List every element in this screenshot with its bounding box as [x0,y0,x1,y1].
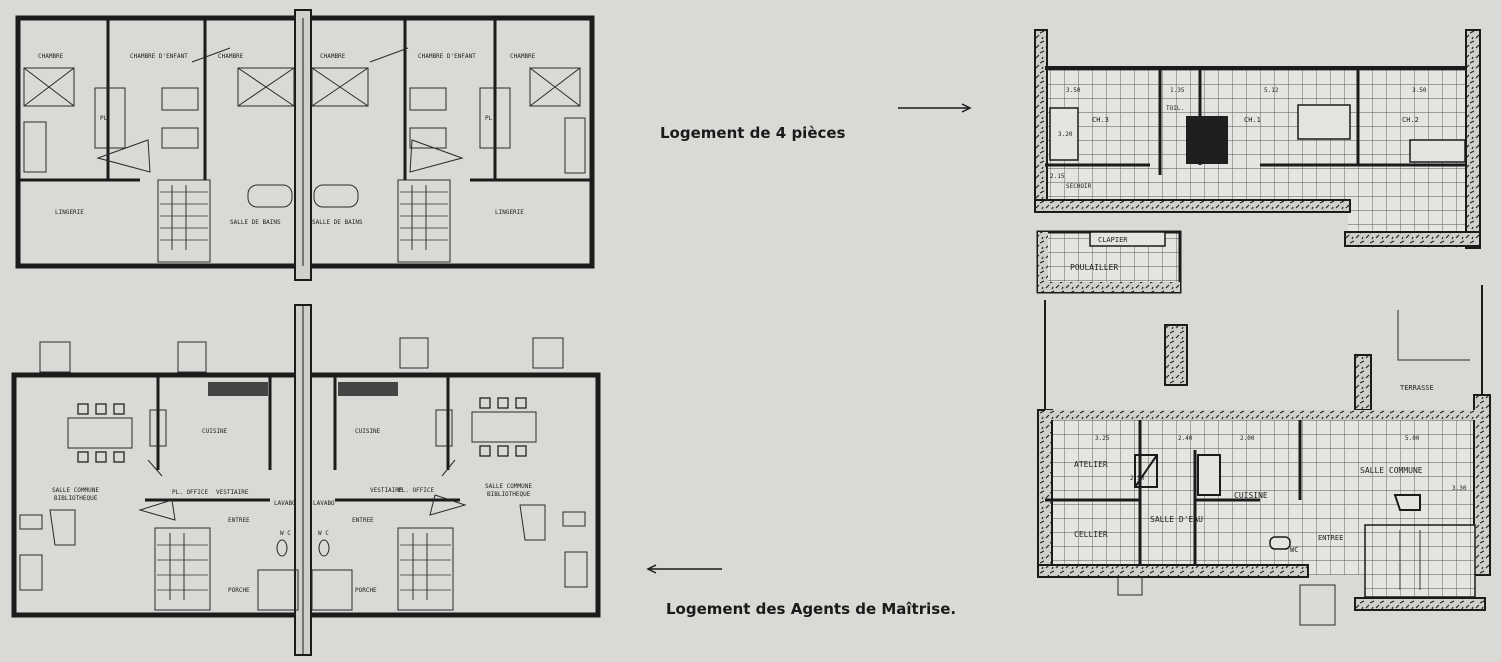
room-label: CH.3 [1092,116,1109,124]
caption-foremen-housing: Logement des Agents de Maîtrise. [666,600,957,618]
dimension-label: 3.25 [1095,435,1110,442]
cupboard-label: PL [485,115,493,122]
entry-label: ENTREE [228,517,250,524]
vestiaire-label: VESTIAIRE [370,487,403,494]
lower-left-floor-plan: SALLE COMMUNE BIBLIOTHEQUE SALLE COMMUNE… [11,304,601,656]
hutch-label: CLAPIER [1098,236,1128,244]
entry-label: ENTREE [1318,534,1343,542]
dimension-label: 2.15 [1050,173,1065,180]
room-label: CHAMBRE [320,53,346,60]
dimension-label: 2.50 [1130,475,1145,482]
library-label: BIBLIOTHEQUE [487,491,531,498]
room-label: CH.2 [1402,116,1419,124]
upper-left-floor-plan: CHAMBRE CHAMBRE D'ENFANT CHAMBRE CHAMBRE… [15,9,595,281]
lingerie-label: LINGERIE [495,209,524,216]
vestiaire-label: VESTIAIRE [216,489,249,496]
room-label: CHAMBRE D'ENFANT [418,53,476,60]
toilet-label: TOIL. [1166,105,1184,112]
henhouse-plan: CLAPIER POULAILLER [1036,230,1182,294]
arrow-right-icon [898,103,972,113]
room-label: CHAMBRE [510,53,536,60]
bath-label: SALLE DE BAINS [230,219,281,226]
lavabo-label: LAVABO [313,500,335,507]
office-label: PL. OFFICE [172,489,209,496]
dimension-label: 5.12 [1264,87,1279,94]
cellar-label: CELLIER [1074,530,1108,539]
upper-right-floor-plan: CH.3 CH.1 CH.2 TOIL. SECHOIR 3.50 1.35 5… [1034,29,1481,249]
entry-label: ENTREE [352,517,374,524]
terrace-label: TERRASSE [1400,384,1434,392]
lavabo-label: LAVABO [274,500,296,507]
living-label: SALLE COMMUNE [1360,466,1423,475]
dimension-label: 2.00 [1240,435,1255,442]
room-label: CH.1 [1244,116,1261,124]
library-label: BIBLIOTHEQUE [54,495,98,502]
lingerie-label: LINGERIE [55,209,84,216]
room-label: CHAMBRE D'ENFANT [130,53,188,60]
dimension-label: 1.35 [1170,87,1185,94]
living-label: SALLE COMMUNE [52,487,99,494]
room-label: CHAMBRE [218,53,244,60]
bath-label: SALLE DE BAINS [312,219,363,226]
porch-label: PORCHE [355,587,377,594]
room-label: CHAMBRE [38,53,64,60]
wc-label: W C [318,530,329,537]
kitchen-label: CUISINE [202,428,228,435]
dimension-label: 3.20 [1058,131,1073,138]
washroom-label: SALLE D'EAU [1150,515,1203,524]
dimension-label: 3.30 [1452,485,1467,492]
kitchen-label: CUISINE [355,428,381,435]
living-label: SALLE COMMUNE [485,483,532,490]
wc-label: WC [1290,546,1298,554]
drying-room-label: SECHOIR [1066,183,1092,190]
wc-label: W C [280,530,291,537]
porch-label: PORCHE [228,587,250,594]
henhouse-label: POULAILLER [1070,263,1118,272]
dimension-label: 3.50 [1066,87,1081,94]
office-label: PL. OFFICE [398,487,435,494]
dimension-label: 3.50 [1412,87,1427,94]
workshop-label: ATELIER [1074,460,1108,469]
kitchen-label: CUISINE [1234,491,1268,500]
dimension-label: 5.00 [1405,435,1420,442]
caption-four-rooms: Logement de 4 pièces [660,124,846,142]
cupboard-label: PL [100,115,108,122]
arrow-left-icon [646,564,722,574]
dimension-label: 2.40 [1178,435,1193,442]
lower-right-floor-plan: TERRASSE ATELIER SALLE COMMUNE CELLIER S… [1037,285,1491,626]
